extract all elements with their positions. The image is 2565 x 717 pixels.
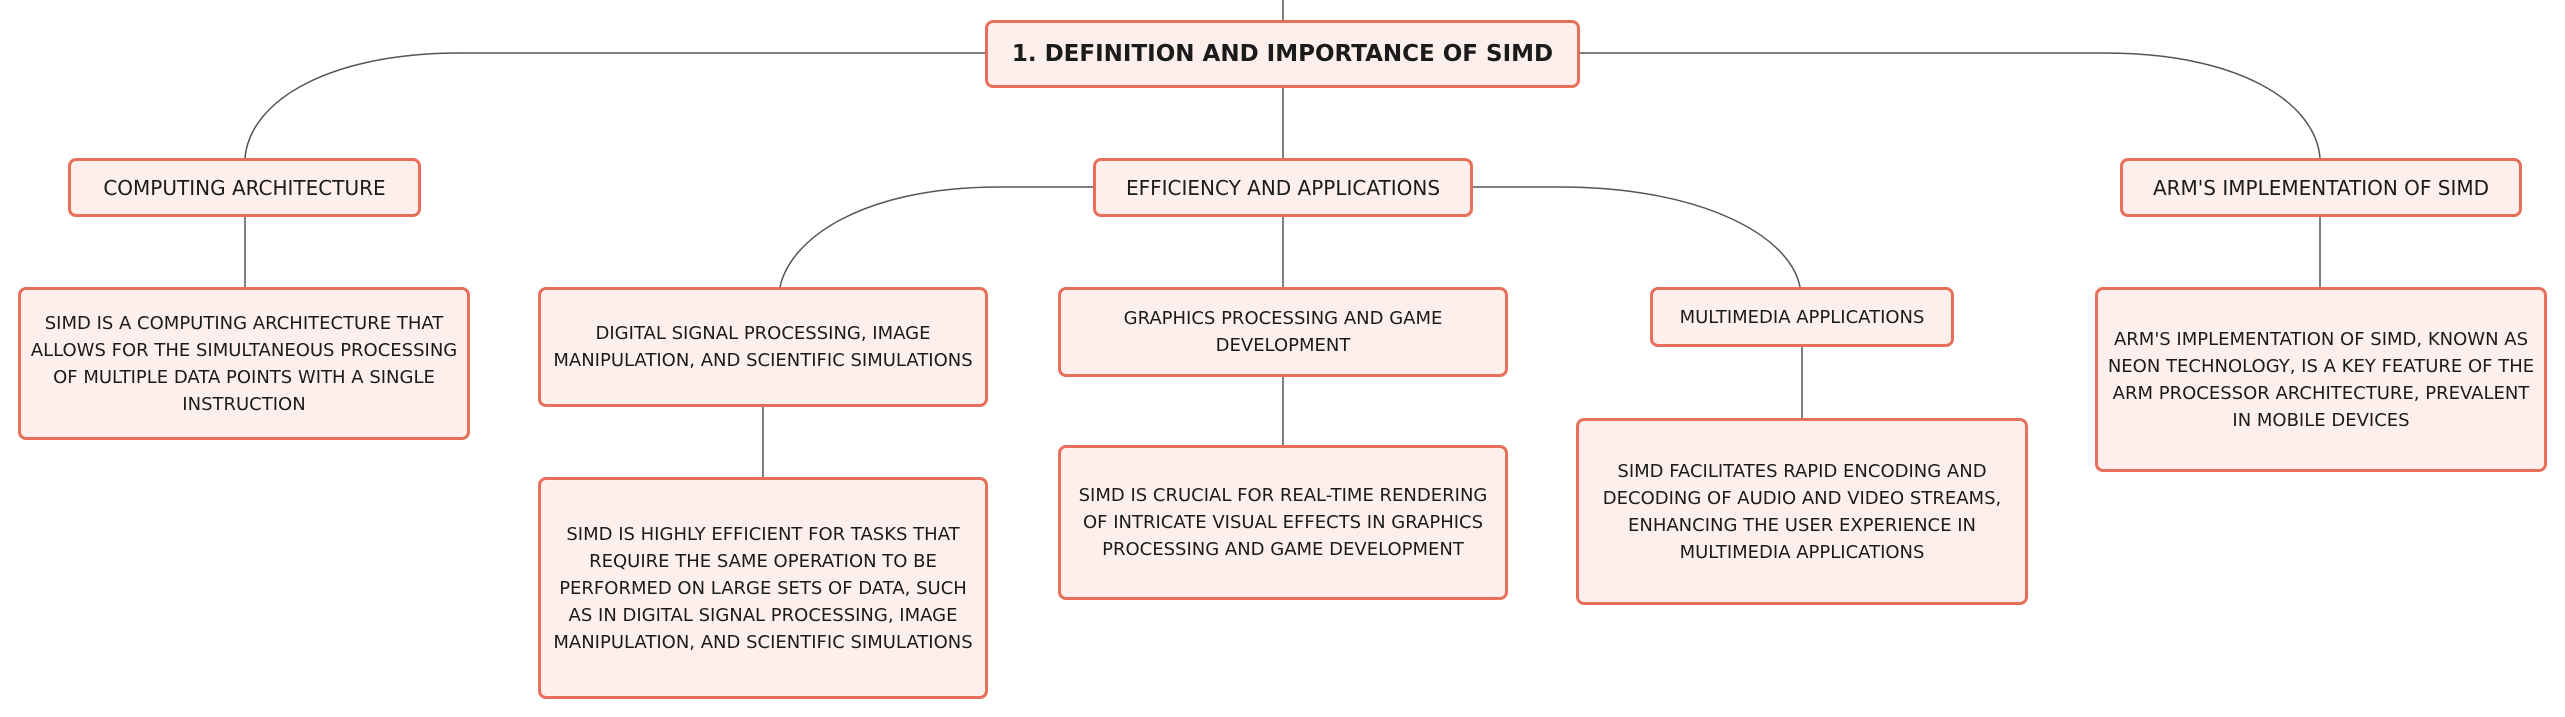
dsp-image-simulation-detail-text: SIMD IS HIGHLY EFFICIENT FOR TASKS THAT …: [553, 523, 973, 653]
dsp-image-simulation-detail[interactable]: SIMD IS HIGHLY EFFICIENT FOR TASKS THAT …: [538, 477, 988, 699]
computing-architecture-detail[interactable]: SIMD IS A COMPUTING ARCHITECTURE THAT AL…: [18, 287, 470, 440]
root-node[interactable]: 1. DEFINITION AND IMPORTANCE OF SIMD: [985, 20, 1580, 88]
branch-efficiency-and-applications-label: EFFICIENCY AND APPLICATIONS: [1125, 175, 1441, 200]
multimedia-applications-detail-text: SIMD FACILITATES RAPID ENCODING AND DECO…: [1602, 460, 2002, 563]
arm-implementation-detail-text: ARM'S IMPLEMENTATION OF SIMD, KNOWN AS N…: [2107, 328, 2535, 431]
branch-efficiency-and-applications[interactable]: EFFICIENCY AND APPLICATIONS: [1093, 158, 1473, 217]
connector-root-arm: [1580, 52, 2321, 159]
graphics-game-dev-detail-text: SIMD IS CRUCIAL FOR REAL-TIME RENDERING …: [1078, 485, 1488, 560]
graphics-game-dev-node[interactable]: GRAPHICS PROCESSING AND GAME DEVELOPMENT: [1058, 287, 1508, 377]
connector-root-computing: [244, 52, 985, 159]
branch-arm-implementation[interactable]: ARM'S IMPLEMENTATION OF SIMD: [2120, 158, 2522, 217]
graphics-game-dev-detail[interactable]: SIMD IS CRUCIAL FOR REAL-TIME RENDERING …: [1058, 445, 1508, 600]
arm-implementation-detail[interactable]: ARM'S IMPLEMENTATION OF SIMD, KNOWN AS N…: [2095, 287, 2547, 472]
branch-arm-implementation-label: ARM'S IMPLEMENTATION OF SIMD: [2152, 175, 2490, 200]
multimedia-applications-label: MULTIMEDIA APPLICATIONS: [1679, 306, 1925, 328]
dsp-image-simulation-label: DIGITAL SIGNAL PROCESSING, IMAGE MANIPUL…: [553, 323, 973, 371]
branch-computing-architecture[interactable]: COMPUTING ARCHITECTURE: [68, 158, 421, 217]
multimedia-applications-node[interactable]: MULTIMEDIA APPLICATIONS: [1650, 287, 1954, 347]
branch-computing-architecture-label: COMPUTING ARCHITECTURE: [103, 175, 386, 200]
computing-architecture-detail-text: SIMD IS A COMPUTING ARCHITECTURE THAT AL…: [30, 312, 458, 415]
connector-efficiency-multimedia: [1473, 186, 1801, 288]
dsp-image-simulation-node[interactable]: DIGITAL SIGNAL PROCESSING, IMAGE MANIPUL…: [538, 287, 988, 407]
graphics-game-dev-label: GRAPHICS PROCESSING AND GAME DEVELOPMENT: [1123, 308, 1443, 356]
connector-efficiency-dsp: [779, 186, 1093, 288]
root-label: 1. DEFINITION AND IMPORTANCE OF SIMD: [1011, 41, 1554, 67]
multimedia-applications-detail[interactable]: SIMD FACILITATES RAPID ENCODING AND DECO…: [1576, 418, 2028, 605]
